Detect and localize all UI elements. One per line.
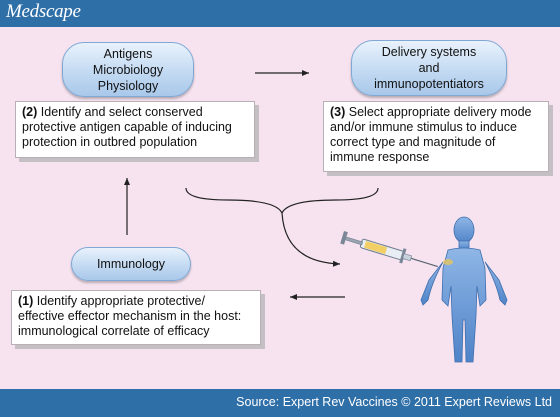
step-3-box: (3) Select appropriate delivery mode and…: [323, 101, 549, 172]
pill-delivery-line-3: immunopotentiators: [374, 77, 484, 91]
step-2-text: Identify and select conserved protective…: [22, 105, 232, 149]
pill-delivery-line-2: and: [418, 61, 440, 75]
brace-merge: [185, 187, 379, 215]
pill-delivery-systems: Delivery systems and immunopotentiators: [351, 40, 507, 96]
pill-antigens: Antigens Microbiology Physiology: [62, 42, 194, 97]
source-credit: Source: Expert Rev Vaccines © 2011 Exper…: [236, 395, 552, 409]
pill-antigens-line-3: Physiology: [97, 78, 159, 93]
pill-immunology: Immunology: [71, 247, 191, 281]
step-1-box: (1) Identify appropriate protective/ eff…: [11, 290, 261, 345]
header-bar: Medscape: [0, 0, 560, 27]
human-figure-icon: [420, 216, 508, 363]
medscape-logo[interactable]: Medscape: [6, 1, 81, 22]
step-2-number: (2): [22, 105, 38, 119]
step-3-text: Select appropriate delivery mode and/or …: [330, 105, 532, 164]
syringe-icon: [340, 231, 438, 268]
step-1-number: (1): [18, 294, 34, 308]
pill-immunology-label: Immunology: [96, 257, 166, 271]
footer-bar: Source: Expert Rev Vaccines © 2011 Exper…: [0, 389, 560, 417]
step-2-box: (2) Identify and select conserved protec…: [15, 101, 255, 158]
pill-antigens-line-2: Microbiology: [92, 62, 164, 77]
injection-glow: [443, 259, 453, 265]
pill-delivery-line-1: Delivery systems: [381, 45, 477, 59]
step-1-text: Identify appropriate protective/ effecti…: [18, 294, 242, 338]
pill-antigens-line-1: Antigens: [103, 46, 153, 61]
step-3-number: (3): [330, 105, 346, 119]
arrow-to-host: [281, 212, 341, 267]
